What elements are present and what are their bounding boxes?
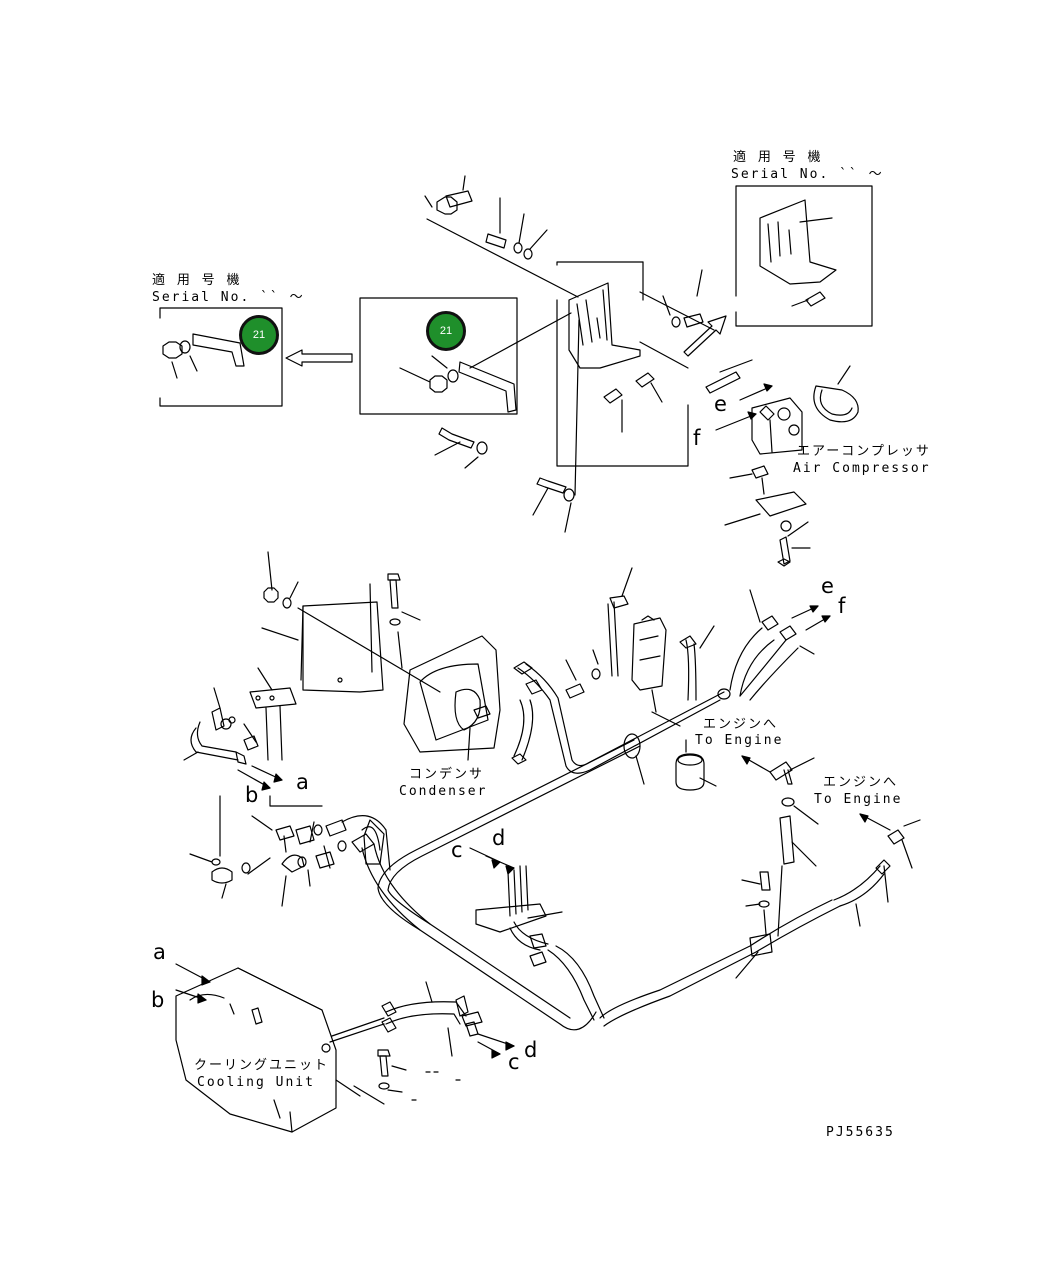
- to-engine-label-en-2: To Engine: [814, 792, 903, 807]
- expansion-valve-fittings: [183, 667, 375, 907]
- connection-letter-e-right: e: [821, 574, 834, 598]
- air-compressor-label-jp: エアーコンプレッサ: [797, 444, 931, 459]
- compressor-bracket-assembly: [424, 175, 753, 533]
- connection-letter-c-bottom: c: [508, 1050, 520, 1074]
- serial-label-jp-left: 適 用 号 機: [152, 273, 242, 288]
- connection-letter-b-left: b: [151, 988, 165, 1012]
- connection-letter-c-mid: c: [451, 838, 463, 862]
- condenser: [403, 635, 501, 761]
- pipe-junction: [469, 847, 605, 1021]
- connection-letter-f-right: f: [838, 594, 846, 618]
- cooling-unit-label-en: Cooling Unit: [197, 1075, 315, 1090]
- condenser-label-jp: コンデンサ: [409, 767, 485, 782]
- serial-label-en-right: Serial No. `` ～: [731, 167, 884, 182]
- connection-letter-d-bottom: d: [524, 1038, 538, 1062]
- receiver-drier: [565, 567, 715, 727]
- to-engine-label-jp-1: エンジンへ: [703, 717, 779, 732]
- to-engine-label-en-1: To Engine: [695, 733, 784, 748]
- arrow-left-icon: [285, 349, 353, 367]
- connection-letter-a-left: a: [153, 940, 166, 964]
- refrigerant-pipes: [341, 661, 841, 1031]
- cooling-unit-label-jp: クーリングユニット: [194, 1058, 330, 1073]
- connection-letter-f-top: f: [693, 426, 701, 450]
- condenser-bracket: [261, 551, 441, 693]
- connection-letter-b-mid: b: [245, 783, 259, 807]
- condenser-label-en: Condenser: [399, 784, 488, 799]
- compressor-hoses: [729, 589, 831, 701]
- arrow-up-right-icon: [683, 315, 727, 357]
- serial-label-en-left: Serial No. `` ～: [152, 290, 305, 305]
- connection-letter-a-mid: a: [296, 770, 309, 794]
- bracket-detail-box: [359, 297, 572, 469]
- part-callout-21-middle[interactable]: 21: [426, 311, 466, 351]
- connection-letter-d-mid: d: [492, 826, 506, 850]
- air-compressor: [715, 365, 859, 567]
- connection-letter-e-top: e: [714, 392, 727, 416]
- drawing-code: PJ55635: [826, 1125, 895, 1140]
- cooling-unit: [175, 963, 515, 1133]
- to-engine-label-jp-2: エンジンへ: [823, 775, 899, 790]
- air-compressor-label-en: Air Compressor: [793, 461, 931, 476]
- serial-box-right: [735, 185, 873, 327]
- part-callout-21-left[interactable]: 21: [239, 315, 279, 355]
- engine-connections: [735, 755, 921, 979]
- serial-label-jp-right: 適 用 号 機: [733, 150, 823, 165]
